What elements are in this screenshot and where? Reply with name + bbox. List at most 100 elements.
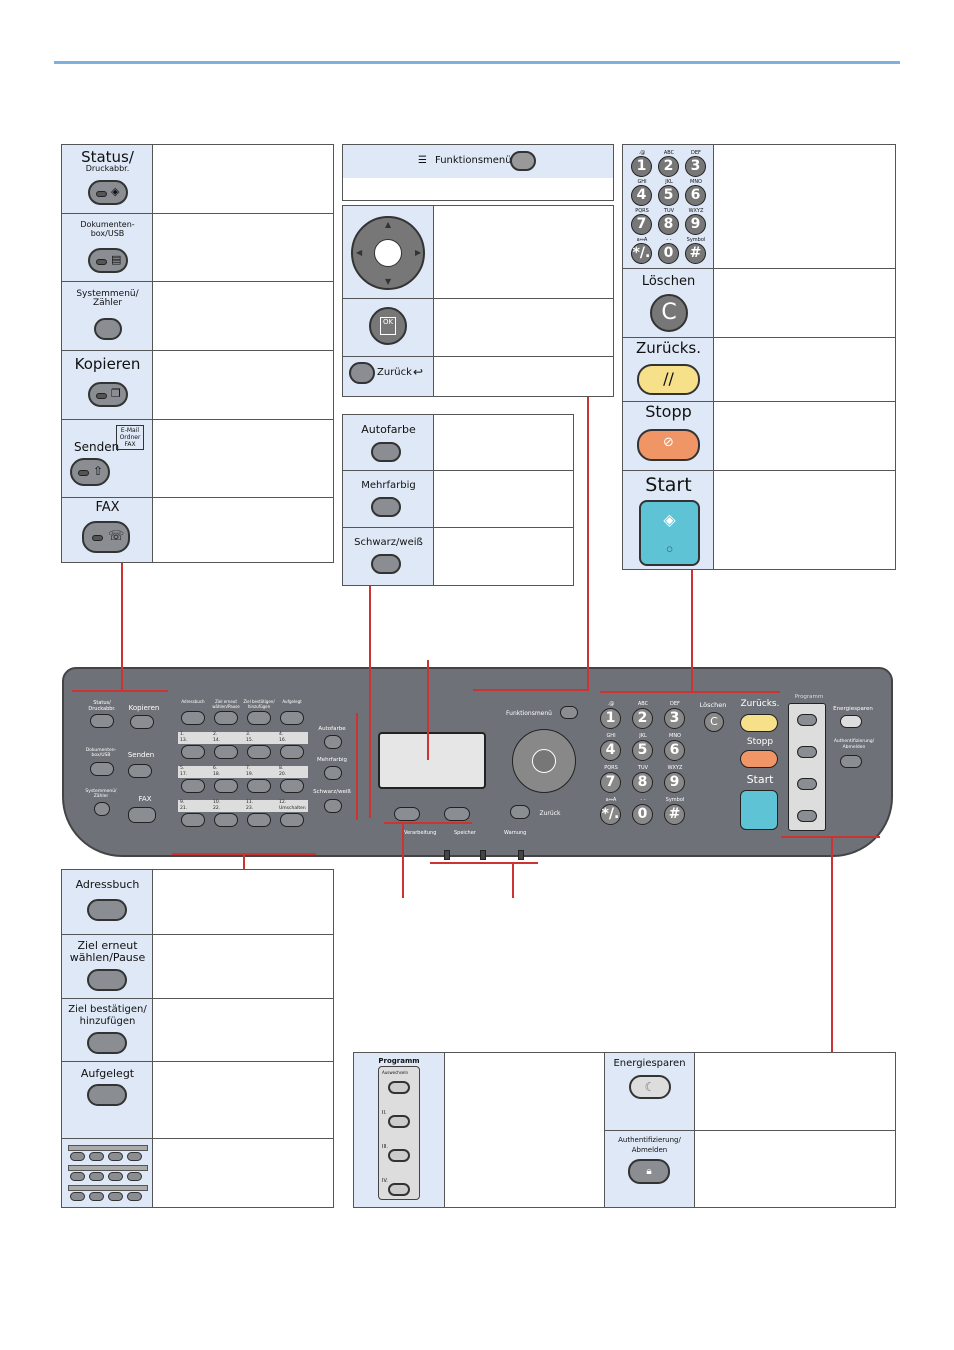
panel-start-label: Start bbox=[746, 773, 774, 786]
panel-onetouch-top-button[interactable] bbox=[214, 711, 238, 725]
loeschen-button[interactable]: C bbox=[650, 294, 688, 332]
ziel-erneut-button[interactable] bbox=[87, 969, 127, 991]
panel-key-5[interactable]: 5 bbox=[632, 740, 653, 761]
soft-key-left[interactable] bbox=[394, 807, 420, 821]
prog-button-3[interactable] bbox=[388, 1149, 410, 1162]
panel-onetouch-button[interactable] bbox=[214, 779, 238, 793]
senden-label: Senden bbox=[74, 440, 120, 454]
panel-sysmenu-button[interactable] bbox=[94, 802, 110, 816]
panel-onetouch-button[interactable] bbox=[247, 813, 271, 827]
panel-start-button[interactable] bbox=[740, 790, 778, 830]
panel-onetouch-button[interactable] bbox=[280, 745, 304, 759]
energie-button[interactable]: ☾ bbox=[629, 1075, 671, 1099]
aufgelegt-button[interactable] bbox=[87, 1084, 127, 1106]
mehrfarbig-button[interactable] bbox=[371, 497, 401, 517]
panel-ok-button[interactable] bbox=[532, 749, 556, 773]
panel-key-9[interactable]: 9 bbox=[664, 772, 685, 793]
sysmenu-button[interactable] bbox=[94, 318, 122, 340]
fax-button[interactable]: ☏ bbox=[82, 521, 130, 553]
sw-button[interactable] bbox=[371, 554, 401, 574]
panel-key-7[interactable]: 7 bbox=[600, 772, 621, 793]
prog-button-1[interactable] bbox=[388, 1081, 410, 1094]
programm-strip: Auswechseln II. III. IV. bbox=[378, 1066, 420, 1200]
start-button[interactable]: ◈○ bbox=[639, 500, 700, 566]
panel-nav-cross[interactable] bbox=[512, 729, 576, 793]
panel-key-6[interactable]: 6 bbox=[664, 740, 685, 761]
panel-onetouch-button[interactable] bbox=[181, 779, 205, 793]
auth-button[interactable]: 🔒︎ bbox=[628, 1159, 670, 1184]
callout-softkeys-h bbox=[384, 822, 472, 824]
panel-funktion-button[interactable] bbox=[560, 706, 578, 719]
panel-key-8[interactable]: 8 bbox=[632, 772, 653, 793]
panel-stopp-button[interactable] bbox=[740, 750, 778, 768]
key-9[interactable]: 9 bbox=[685, 214, 706, 235]
key-6[interactable]: 6 bbox=[685, 185, 706, 206]
panel-onetouch-button[interactable] bbox=[181, 745, 205, 759]
panel-key-1[interactable]: 1 bbox=[600, 708, 621, 729]
panel-onetouch-button[interactable] bbox=[280, 813, 304, 827]
panel-loeschen-button[interactable]: C bbox=[704, 712, 724, 732]
panel-sw-button[interactable] bbox=[324, 799, 342, 813]
panel-onetouch-button[interactable] bbox=[181, 813, 205, 827]
panel-energie-button[interactable] bbox=[840, 715, 862, 728]
panel-auth-button[interactable] bbox=[840, 755, 862, 768]
prog-key-2[interactable] bbox=[797, 746, 817, 758]
prog-button-4[interactable] bbox=[388, 1183, 410, 1196]
panel-key-2[interactable]: 2 bbox=[632, 708, 653, 729]
mehrfarbig-label: Mehrfarbig bbox=[361, 480, 416, 491]
prog-button-2[interactable] bbox=[388, 1115, 410, 1128]
key-7[interactable]: 7 bbox=[631, 214, 652, 235]
panel-key-3[interactable]: 3 bbox=[664, 708, 685, 729]
key-#[interactable]: # bbox=[685, 243, 706, 264]
key-3[interactable]: 3 bbox=[685, 156, 706, 177]
panel-key-#[interactable]: # bbox=[664, 804, 685, 825]
kopieren-button[interactable]: ❐ bbox=[88, 382, 128, 407]
key-4[interactable]: 4 bbox=[631, 185, 652, 206]
zuruecks-button[interactable]: // bbox=[637, 364, 700, 395]
panel-key-*/.[interactable]: */. bbox=[600, 804, 621, 825]
panel-zuruecks-button[interactable] bbox=[740, 714, 778, 732]
panel-onetouch-button[interactable] bbox=[214, 745, 238, 759]
ok-button[interactable]: OK bbox=[369, 307, 407, 345]
panel-onetouch-button[interactable] bbox=[280, 779, 304, 793]
panel-key-4[interactable]: 4 bbox=[600, 740, 621, 761]
panel-key-0[interactable]: 0 bbox=[632, 804, 653, 825]
nav-center-button[interactable] bbox=[374, 239, 402, 267]
panel-zurueck-button[interactable] bbox=[510, 805, 530, 819]
prog-key-1[interactable] bbox=[797, 714, 817, 726]
autofarbe-button[interactable] bbox=[371, 442, 401, 462]
key-2[interactable]: 2 bbox=[658, 156, 679, 177]
nav-cross[interactable]: ▲ ▼ ◀ ▶ bbox=[351, 216, 425, 290]
status-button[interactable]: ◈ bbox=[88, 180, 128, 205]
key-5[interactable]: 5 bbox=[658, 185, 679, 206]
soft-key-right[interactable] bbox=[444, 807, 470, 821]
key-*/.[interactable]: */. bbox=[631, 243, 652, 264]
adressbuch-button[interactable] bbox=[87, 899, 127, 921]
prog-num-4: IV. bbox=[382, 1178, 388, 1184]
panel-senden-button[interactable] bbox=[128, 764, 152, 778]
prog-key-4[interactable] bbox=[797, 810, 817, 822]
panel-status-button[interactable] bbox=[90, 714, 114, 728]
funktion-button[interactable] bbox=[510, 151, 536, 171]
panel-mehrfarbig-button[interactable] bbox=[324, 766, 342, 780]
panel-onetouch-top-button[interactable] bbox=[280, 711, 304, 725]
key-0[interactable]: 0 bbox=[658, 243, 679, 264]
key-8[interactable]: 8 bbox=[658, 214, 679, 235]
panel-onetouch-top-button[interactable] bbox=[247, 711, 271, 725]
prog-key-3[interactable] bbox=[797, 778, 817, 790]
ziel-best-button[interactable] bbox=[87, 1032, 127, 1054]
key-1[interactable]: 1 bbox=[631, 156, 652, 177]
panel-onetouch-button[interactable] bbox=[247, 779, 271, 793]
docbox-button[interactable]: ▤ bbox=[88, 248, 128, 273]
panel-kopieren-button[interactable] bbox=[130, 715, 154, 729]
panel-autofarbe-button[interactable] bbox=[324, 735, 342, 749]
panel-onetouch-top-label: Adressbuch bbox=[181, 699, 205, 704]
panel-onetouch-button[interactable] bbox=[214, 813, 238, 827]
zurueck-button[interactable] bbox=[349, 362, 375, 384]
panel-fax-button[interactable] bbox=[128, 807, 156, 823]
stopp-button[interactable]: ⊘ bbox=[637, 429, 700, 461]
panel-docbox-button[interactable] bbox=[90, 762, 114, 776]
panel-onetouch-button[interactable] bbox=[247, 745, 271, 759]
panel-onetouch-top-button[interactable] bbox=[181, 711, 205, 725]
senden-button[interactable]: ⇧ bbox=[70, 458, 110, 486]
